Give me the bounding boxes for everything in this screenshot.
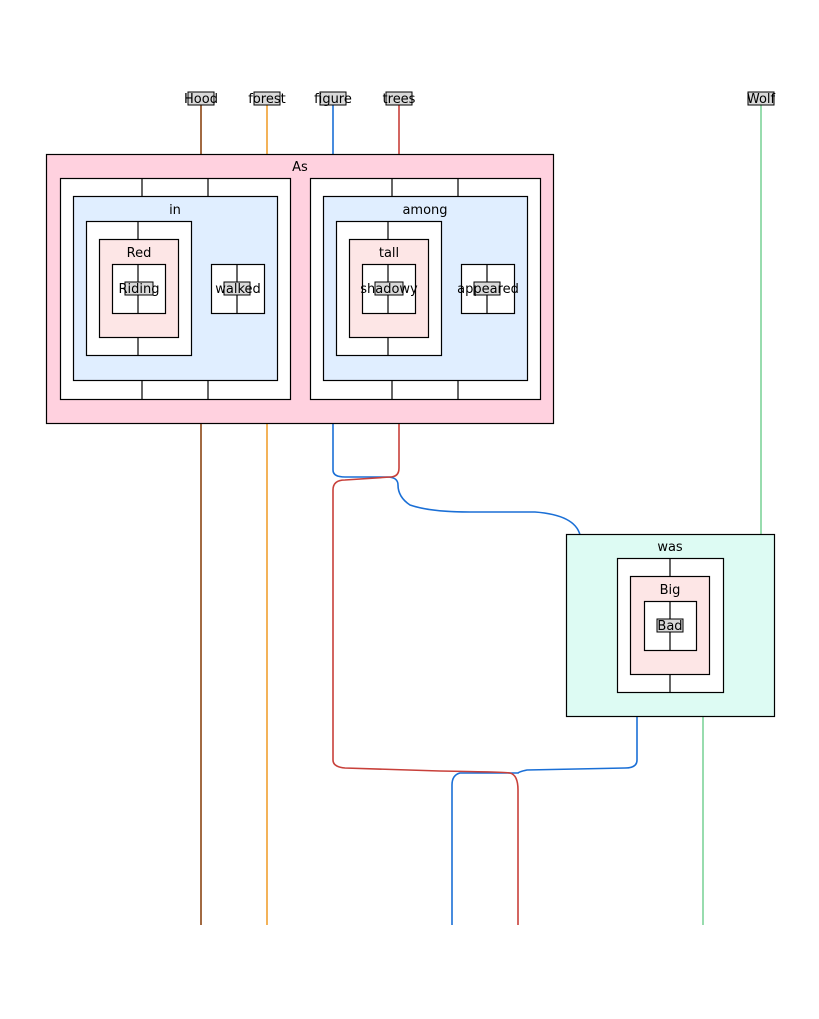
hood-label: Hood xyxy=(184,92,218,107)
wire-trees xyxy=(332,105,519,925)
tall-label: tall xyxy=(379,246,399,261)
walked-box: walked xyxy=(210,263,266,315)
in-label: in xyxy=(169,203,181,218)
red-box: Red Riding xyxy=(98,238,180,339)
appeared-label: appeared xyxy=(457,282,519,297)
big-label: Big xyxy=(660,583,681,598)
big-box: Big Bad xyxy=(629,575,711,676)
input-forest: forest xyxy=(248,91,286,107)
tall-box: tall shadowy xyxy=(348,238,430,339)
trees-label: trees xyxy=(383,92,416,107)
input-figure: figure xyxy=(314,91,352,107)
input-hood: Hood xyxy=(184,91,218,107)
shadowy-label: shadowy xyxy=(360,282,418,297)
appeared-box: appeared xyxy=(457,263,519,315)
among-box: among tall shadowy appeared xyxy=(322,195,529,382)
as-label: As xyxy=(292,160,308,175)
as-box: As in Red Riding xyxy=(45,153,555,425)
figure-label: figure xyxy=(314,92,352,107)
input-trees: trees xyxy=(383,91,416,107)
wire-figure xyxy=(332,105,638,925)
input-wolf: Wolf xyxy=(747,91,776,107)
was-label: was xyxy=(657,540,683,555)
among-label: among xyxy=(402,203,447,218)
walked-label: walked xyxy=(215,282,261,297)
bad-label: Bad xyxy=(657,619,682,634)
wolf-label: Wolf xyxy=(747,92,776,107)
was-box: was Big Bad xyxy=(565,533,776,718)
wire-wolf xyxy=(702,105,762,925)
in-box: in Red Riding walked xyxy=(72,195,279,382)
forest-label: forest xyxy=(248,92,285,107)
riding-label: Riding xyxy=(119,282,160,297)
red-label: Red xyxy=(127,246,152,261)
